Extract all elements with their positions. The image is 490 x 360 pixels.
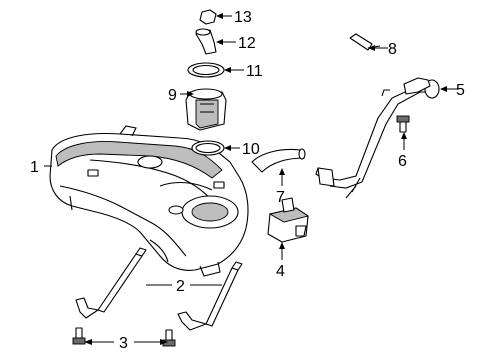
filler-elbow <box>195 28 217 55</box>
callout-8: 8 <box>388 41 397 58</box>
callout-9: 9 <box>168 87 177 104</box>
callout-11: 11 <box>246 63 263 80</box>
callout-3: 3 <box>119 335 128 352</box>
callout-2: 2 <box>176 278 185 295</box>
callout-6: 6 <box>398 153 407 170</box>
callout-5: 5 <box>456 82 465 99</box>
callout-13: 13 <box>234 9 252 26</box>
vapor-canister <box>267 197 310 243</box>
hex-nut <box>199 9 217 25</box>
tank-straps <box>75 247 243 331</box>
callout-labels: 1 2 3 4 5 6 7 8 9 10 11 12 13 <box>30 9 465 352</box>
lock-ring <box>187 62 225 78</box>
callout-1: 1 <box>30 159 39 176</box>
filler-pipe-bolt <box>396 115 410 133</box>
filler-pipe <box>315 77 440 199</box>
callout-12: 12 <box>238 35 256 52</box>
callout-leaders <box>44 13 458 345</box>
strap-bolts <box>72 327 176 347</box>
fuel-tank <box>49 125 249 277</box>
fuel-pump-module <box>185 88 227 131</box>
callout-7: 7 <box>276 189 285 206</box>
vent-hose <box>251 148 306 173</box>
callout-4: 4 <box>276 263 285 280</box>
seal-ring <box>191 140 225 156</box>
callout-10: 10 <box>242 141 260 158</box>
